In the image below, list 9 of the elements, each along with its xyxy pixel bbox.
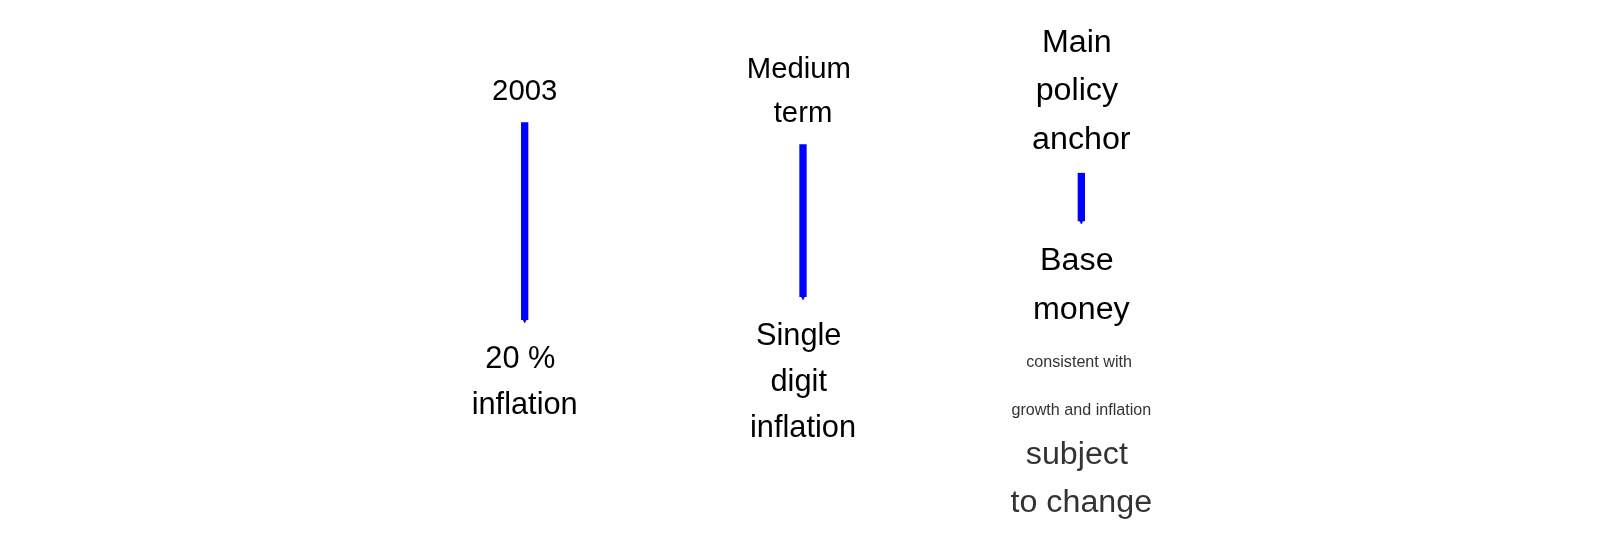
node-label: subject to change [1010, 434, 1153, 519]
node-label: consistent with growth and inflation [1011, 352, 1152, 419]
node-text: 20 % inflation [471, 339, 578, 421]
node-text: 2003 [492, 73, 558, 106]
node-text: Medium term [746, 51, 852, 128]
node-text: Base money [1032, 240, 1130, 326]
node-text: Main policy anchor [1032, 22, 1131, 156]
arrow [1077, 172, 1085, 225]
node-text: Single digit inflation [749, 316, 857, 444]
